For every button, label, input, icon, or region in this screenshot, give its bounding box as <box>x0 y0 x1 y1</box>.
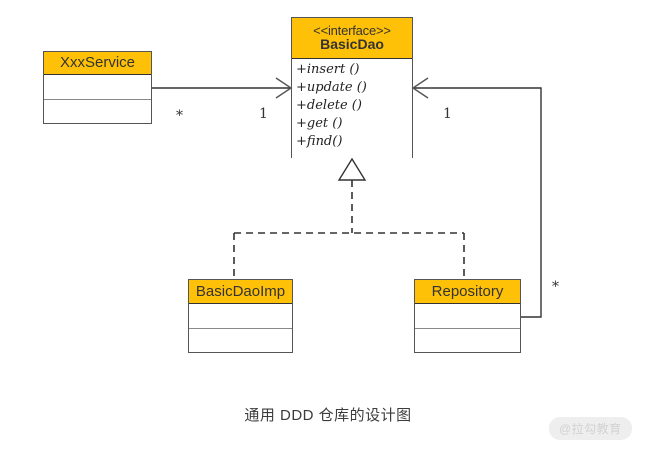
method-delete: +delete () <box>296 98 362 113</box>
class-header-xxxservice: XxxService <box>44 52 151 75</box>
class-box-xxxservice[interactable]: XxxService <box>43 51 152 124</box>
watermark-badge: @拉勾教育 <box>549 417 632 440</box>
multiplicity-service-star: * <box>176 108 183 124</box>
attributes-compartment-xxxservice <box>44 75 151 100</box>
class-header-basicdaoimp: BasicDaoImp <box>189 280 292 304</box>
class-name-xxxservice: XxxService <box>59 54 136 72</box>
method-insert: +insert () <box>296 62 360 77</box>
realization-triangle <box>337 157 367 181</box>
class-header-basicdao: <<interface>> BasicDao <box>292 18 412 59</box>
multiplicity-basicdao-one-left: 1 <box>259 106 268 122</box>
multiplicity-repository-star: * <box>552 279 559 295</box>
class-name-repository: Repository <box>431 282 504 300</box>
method-update: +update () <box>296 80 367 95</box>
realization-dashed-tree <box>233 180 465 279</box>
class-box-basicdaoimp[interactable]: BasicDaoImp <box>188 279 293 353</box>
edge-repository-to-basicdao <box>411 77 542 318</box>
operations-compartment-xxxservice <box>44 100 151 123</box>
attributes-compartment-repository <box>415 304 520 329</box>
method-get: +get () <box>296 116 343 131</box>
operations-compartment-basicdaoimp <box>189 329 292 352</box>
stereotype-label-interface: <<interface>> <box>313 22 391 38</box>
class-box-basicdao[interactable]: <<interface>> BasicDao +insert () +updat… <box>291 17 413 158</box>
attributes-compartment-basicdaoimp <box>189 304 292 329</box>
class-header-repository: Repository <box>415 280 520 304</box>
operations-compartment-repository <box>415 329 520 352</box>
class-name-basicdaoimp: BasicDaoImp <box>195 282 286 300</box>
diagram-caption: 通用 DDD 仓库的设计图 <box>244 407 412 424</box>
edge-service-to-basicdao <box>152 77 293 99</box>
method-find: +find() <box>296 134 343 149</box>
operations-compartment-basicdao: +insert () +update () +delete () +get ()… <box>292 59 412 158</box>
class-box-repository[interactable]: Repository <box>414 279 521 353</box>
multiplicity-basicdao-one-right: 1 <box>443 106 452 122</box>
class-name-basicdao: BasicDao <box>320 36 384 53</box>
